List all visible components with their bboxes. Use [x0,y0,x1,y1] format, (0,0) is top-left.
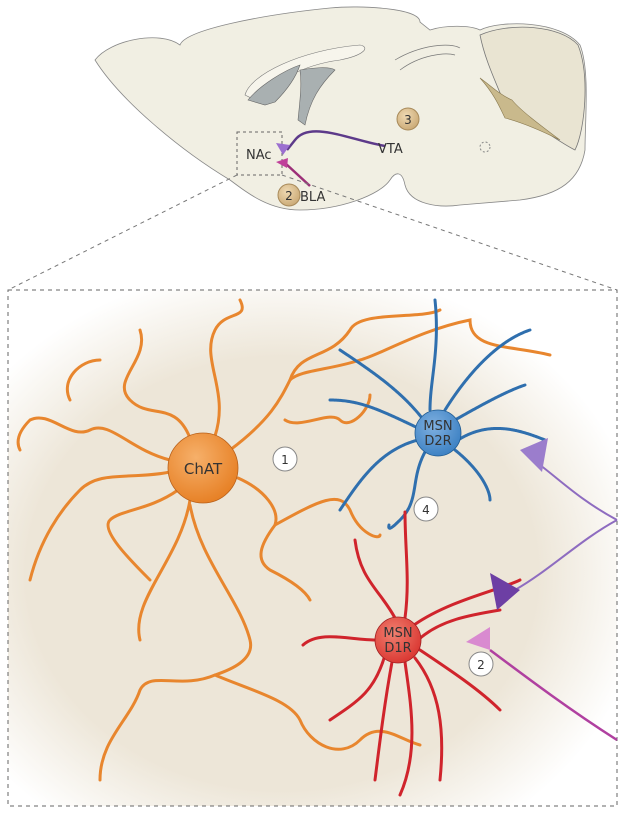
brain-outline [94,6,587,211]
cerebellum [479,26,586,151]
bla-label: BLA [300,190,325,205]
chat-dendrites [16,298,552,782]
marker-1-label: 1 [281,453,289,467]
vta-label: VTA [378,142,403,157]
zoom-line-right [281,174,618,291]
marker-3-badge [396,107,420,131]
marker-2-badge [277,183,301,207]
marker-4-badge [413,496,439,522]
msn-d2r-soma [414,409,462,457]
d2r-label-line1: MSN [423,419,452,434]
marker-2-label: 2 [285,189,293,203]
chat-label: ChAT [184,460,223,478]
vta-terminal-upper-icon [520,438,548,472]
nac-label: NAc [246,148,272,163]
bla-projection [284,162,311,187]
nac-detail-panel: ChAT MSN D2R MSN D1 [7,289,618,807]
nac-region-box [236,131,283,176]
bla-terminal-icon [276,158,288,168]
vta-projection [286,130,386,151]
brainstem-tract [479,77,561,141]
d1r-label-line2: D1R [384,641,411,656]
marker-4-label: 4 [422,503,430,517]
vta-afferents [490,438,618,610]
chat-neuron-soma [167,432,239,504]
zoom-line-left [7,174,238,291]
marker-2-detail-badge [468,651,494,677]
brain-sagittal-section: NAc VTA BLA 3 2 [94,6,587,211]
bla-afferent [466,627,618,742]
brain-landmark-circle [479,141,491,153]
detail-background [8,290,617,806]
d1r-dendrites [301,510,522,797]
bla-terminal-icon-detail [466,627,490,650]
d2r-label-line2: D2R [424,434,451,449]
d2r-dendrites [328,298,547,530]
vta-terminal-icon [276,143,290,155]
marker-1-badge [272,446,298,472]
fornix [394,44,461,71]
msn-d1r-soma [374,616,422,664]
d1r-label-line1: MSN [383,626,412,641]
lateral-ventricle [247,64,336,126]
detail-frame [7,289,618,807]
marker-3-label: 3 [404,113,412,127]
marker-2-detail-label: 2 [477,658,485,672]
vta-terminal-lower-icon [490,573,520,610]
